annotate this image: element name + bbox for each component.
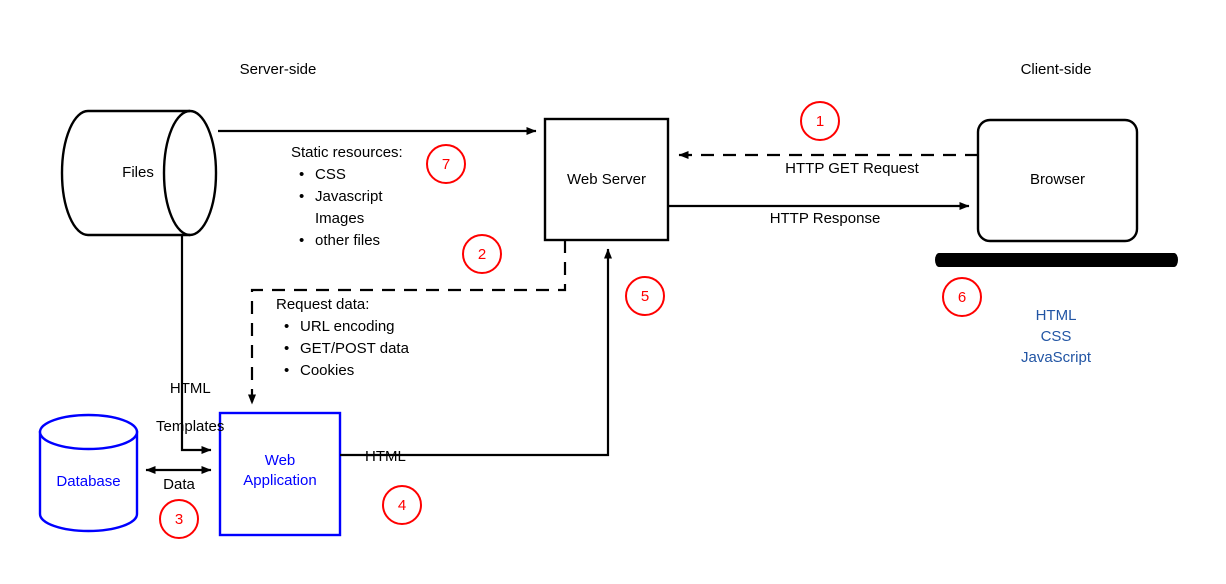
web-application-label-line1: Web <box>264 452 296 469</box>
html-templates-label: HTML Templates <box>124 360 240 455</box>
step-badge-5[interactable]: 5 <box>625 276 665 316</box>
server-side-heading: Server-side <box>239 61 317 78</box>
browser-node-shape <box>976 118 1139 243</box>
step-badge-4[interactable]: 4 <box>382 485 422 525</box>
request-data-item: URL encoding <box>284 316 409 338</box>
step-badge-3[interactable]: 3 <box>159 499 199 539</box>
web-application-node-shape <box>218 411 342 537</box>
static-resources-item: Javascript <box>299 186 403 208</box>
laptop-base-icon <box>935 253 1178 267</box>
web-server-node-shape <box>543 117 670 242</box>
client-technology-css: CSS <box>1040 328 1072 345</box>
request-data-item: Cookies <box>284 360 409 382</box>
request-data-list: URL encoding GET/POST data Cookies <box>276 316 409 382</box>
http-get-request-label: HTTP GET Request <box>785 160 919 177</box>
html-templates-line2: Templates <box>156 418 225 435</box>
client-side-heading: Client-side <box>1020 61 1092 78</box>
static-resources-heading: Static resources: <box>291 144 403 161</box>
request-data-annotation: Request data: URL encoding GET/POST data… <box>276 294 409 382</box>
static-resources-item: Images <box>315 210 365 227</box>
step-badge-7[interactable]: 7 <box>426 144 466 184</box>
request-data-item: GET/POST data <box>284 338 409 360</box>
database-node-label: Database <box>56 473 121 490</box>
edge-request-data <box>248 240 567 405</box>
client-technology-html: HTML <box>1035 307 1077 324</box>
html-templates-line1: HTML <box>169 380 211 397</box>
client-technologies-list: HTML CSS JavaScript <box>996 305 1116 368</box>
step-badge-1[interactable]: 1 <box>800 101 840 141</box>
static-resources-list: CSS Javascript Images other files <box>291 164 403 252</box>
files-node-label: Files <box>122 164 154 181</box>
files-node-shape <box>60 109 218 237</box>
step-badge-2[interactable]: 2 <box>462 234 502 274</box>
browser-node-label: Browser <box>1029 171 1085 188</box>
static-resources-item: CSS <box>299 164 403 186</box>
request-data-heading: Request data: <box>276 296 370 313</box>
http-response-label: HTTP Response <box>769 210 881 227</box>
html-edge-label: HTML <box>365 448 406 465</box>
client-technology-javascript: JavaScript <box>1020 349 1092 366</box>
web-application-label-line2: Application <box>243 472 317 489</box>
static-resources-annotation: Static resources: CSS Javascript Images … <box>291 142 403 252</box>
step-badge-6[interactable]: 6 <box>942 277 982 317</box>
edge-html-to-web-server <box>340 248 612 457</box>
edge-files-to-web-application <box>180 235 212 454</box>
web-application-node-label: Web Application <box>215 451 345 491</box>
static-resources-item: other files <box>299 230 403 252</box>
web-server-node-label: Web Server <box>567 171 646 188</box>
data-edge-label: Data <box>163 476 195 493</box>
database-node-shape <box>38 413 139 533</box>
